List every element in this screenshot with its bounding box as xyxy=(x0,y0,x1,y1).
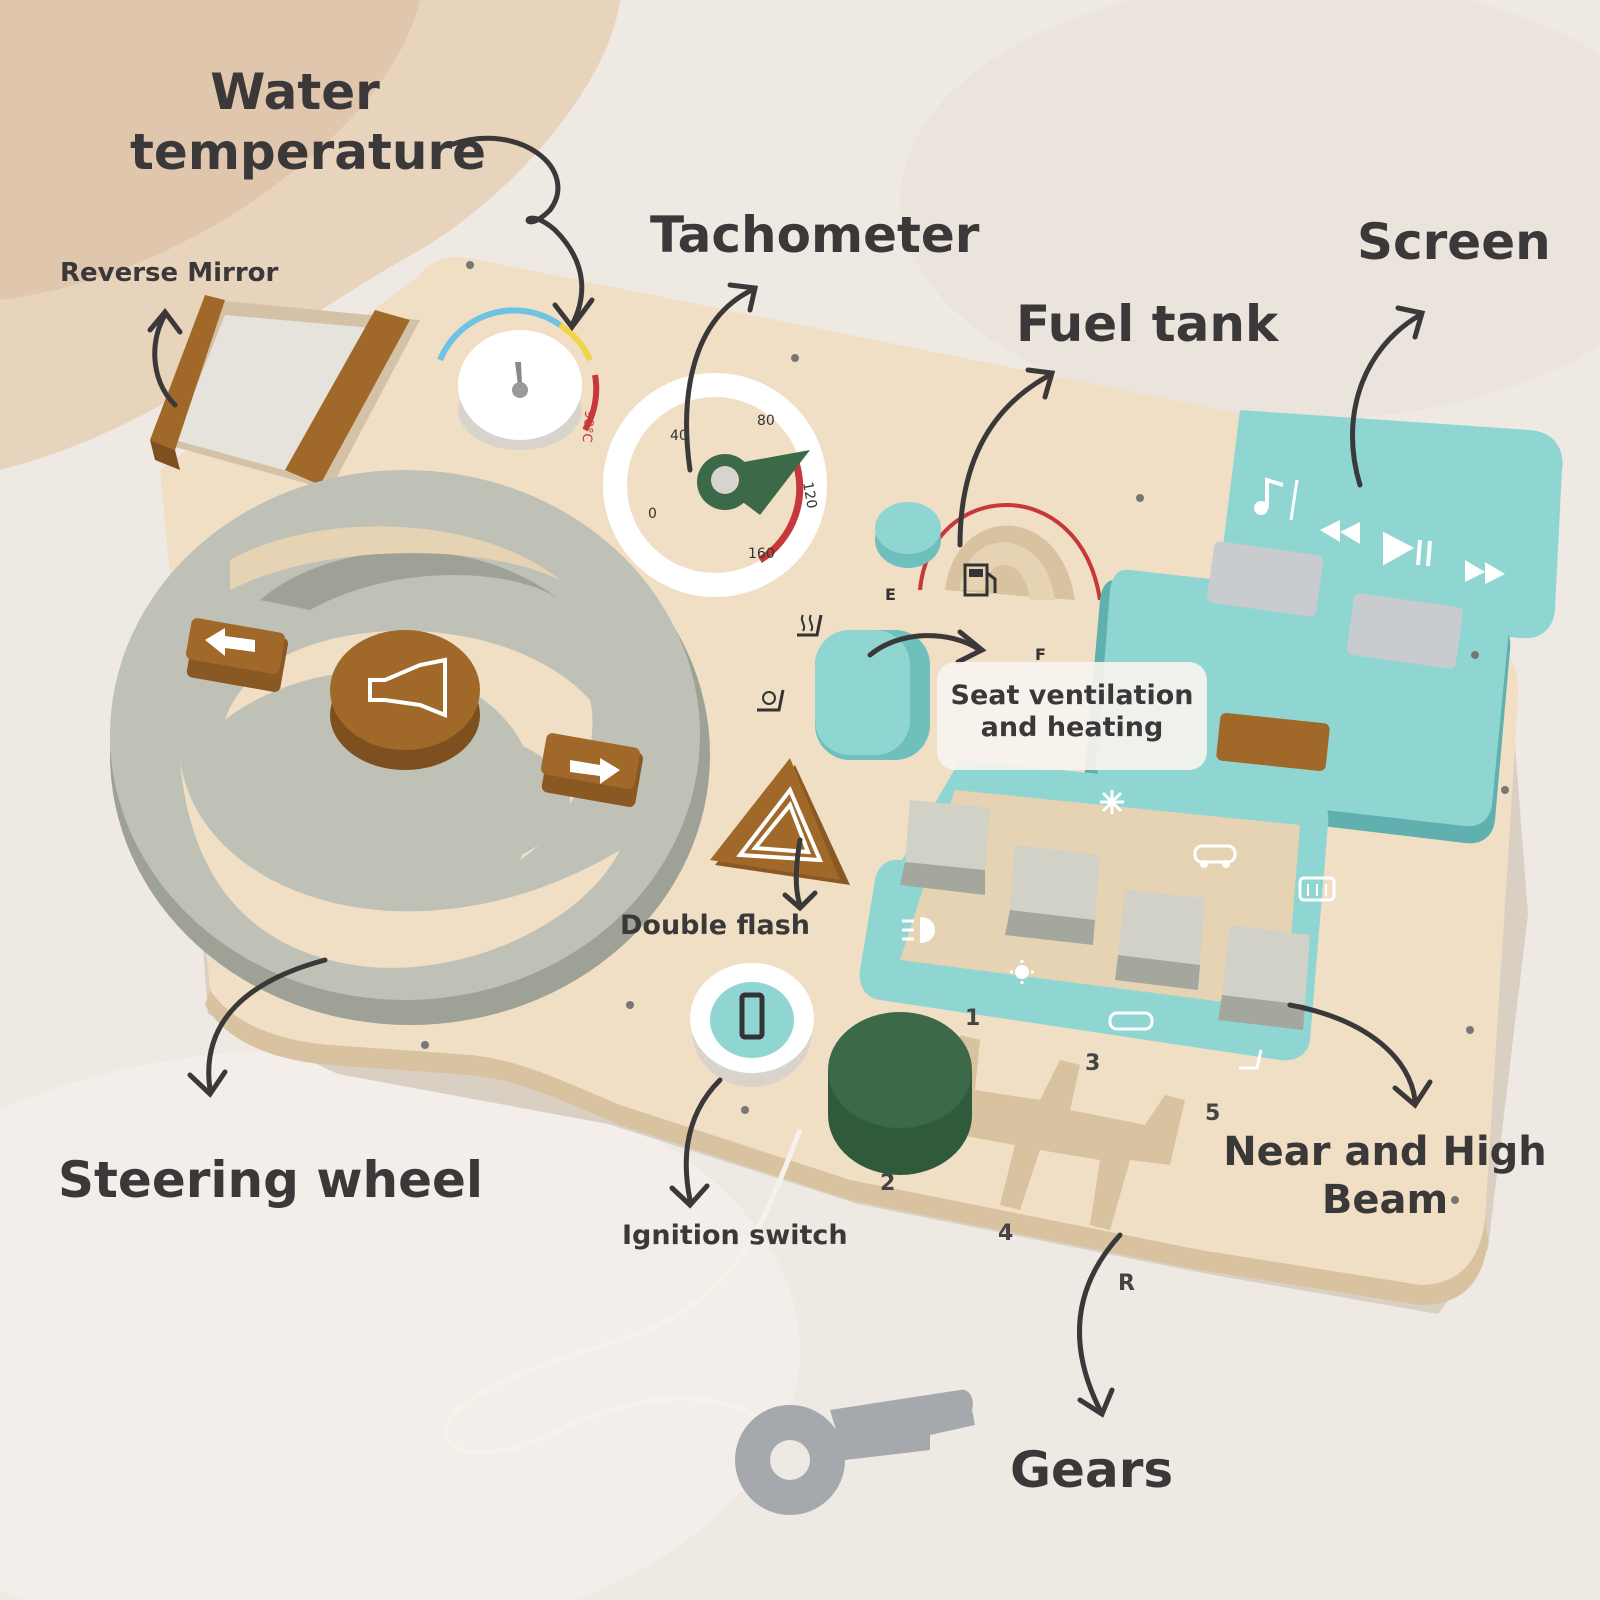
label-water-temperature: Water temperature xyxy=(130,62,487,182)
light-switch-4[interactable] xyxy=(1218,925,1310,1030)
hazard-triangle-icon xyxy=(736,786,824,863)
gear-mark-3: 3 xyxy=(1085,1051,1100,1076)
arrow-reverse-mirror xyxy=(152,312,178,408)
headlight-icon xyxy=(902,917,935,943)
ignition-key[interactable] xyxy=(735,1389,975,1515)
arrow-near-high-beam xyxy=(1287,1002,1418,1103)
screws xyxy=(421,261,1509,1204)
label-screen: Screen xyxy=(1357,213,1551,271)
tach-mark-160: 160 xyxy=(748,546,775,562)
gear-mark-2: 2 xyxy=(880,1171,895,1196)
seat-heat-icon xyxy=(797,614,823,637)
fuel-empty-mark: E xyxy=(885,585,896,604)
temp-needle xyxy=(515,362,522,385)
label-steering-wheel: Steering wheel xyxy=(58,1151,484,1209)
light-switch-3[interactable] xyxy=(1115,890,1205,990)
label-water-temperature-line2: temperature xyxy=(130,123,487,181)
ignition-switch[interactable] xyxy=(690,963,814,1087)
gear-shifter[interactable]: 1 3 5 2 4 R xyxy=(828,1006,1220,1296)
horn-icon xyxy=(368,657,447,718)
label-seat-ventilation-line2: and heating xyxy=(980,712,1164,744)
label-near-high-beam-line2: Beam xyxy=(1321,1177,1449,1223)
hazard-button[interactable] xyxy=(710,758,850,885)
right-arrow-icon xyxy=(570,758,620,784)
music-note-icon xyxy=(1254,477,1299,521)
arrow-screen xyxy=(1350,312,1423,488)
tach-mark-0: 0 xyxy=(648,506,657,522)
seat-icon xyxy=(1239,1049,1263,1070)
water-temperature-gauge[interactable]: 90°C xyxy=(437,307,600,450)
left-arrow-icon xyxy=(205,628,255,656)
arrow-steering-wheel xyxy=(206,957,328,1093)
temp-hot-mark: 90°C xyxy=(579,410,597,443)
tach-mark-40: 40 xyxy=(670,428,688,444)
label-tachometer: Tachometer xyxy=(650,206,980,264)
arrow-seat-ventilation xyxy=(867,633,983,658)
hinge-right xyxy=(1346,593,1463,669)
tach-mark-80: 80 xyxy=(757,413,775,429)
label-fuel-tank: Fuel tank xyxy=(1016,295,1279,353)
forward-icon xyxy=(1465,560,1505,584)
label-near-high-beam: Near and High Beam xyxy=(1215,1128,1555,1224)
car-icon-rear xyxy=(1108,1011,1154,1031)
play-pause-icon xyxy=(1383,531,1432,567)
snowflake-icon xyxy=(1100,790,1124,814)
arrow-water-temperature xyxy=(447,135,585,328)
lid-handle[interactable] xyxy=(1216,712,1330,772)
right-indicator-button[interactable] xyxy=(540,732,644,808)
arrow-gears xyxy=(1077,1232,1123,1413)
fuel-pump-icon xyxy=(963,563,997,597)
gear-mark-r: R xyxy=(1118,1271,1135,1296)
label-water-temperature-line1: Water xyxy=(210,63,380,121)
label-seat-ventilation-line1: Seat ventilation xyxy=(950,680,1194,711)
label-reverse-mirror: Reverse Mirror xyxy=(60,258,279,288)
sun-icon xyxy=(1010,960,1034,984)
fuel-gauge[interactable]: E F xyxy=(875,502,1102,664)
defrost-icon xyxy=(1298,876,1336,902)
left-indicator-button[interactable] xyxy=(185,617,289,693)
gear-mark-4: 4 xyxy=(998,1221,1013,1246)
fuel-full-mark: F xyxy=(1035,645,1046,664)
hinge-left xyxy=(1207,541,1324,617)
label-seat-ventilation: Seat ventilation and heating xyxy=(937,680,1207,745)
tachometer-dial[interactable]: 0 40 80 120 160 xyxy=(603,373,827,597)
label-gears: Gears xyxy=(1010,1441,1174,1499)
light-switch-panel[interactable] xyxy=(859,760,1336,1070)
key-string xyxy=(443,1129,803,1455)
label-ignition-switch: Ignition switch xyxy=(622,1220,848,1251)
label-near-high-beam-line1: Near and High xyxy=(1223,1129,1547,1175)
seat-fan-icon xyxy=(757,689,785,712)
seat-ventilation-callout-bg xyxy=(937,662,1207,770)
arrow-double-flash xyxy=(793,837,803,908)
gear-mark-5: 5 xyxy=(1205,1101,1220,1126)
arrow-ignition-switch xyxy=(683,1077,723,1203)
car-icon xyxy=(1193,844,1237,868)
seat-ventilation-toggle[interactable] xyxy=(757,614,930,760)
label-double-flash: Double flash xyxy=(620,910,811,941)
arrow-tachometer xyxy=(684,287,755,473)
light-switch-2[interactable] xyxy=(1005,845,1100,945)
rewind-icon xyxy=(1320,520,1360,544)
steering-wheel[interactable] xyxy=(110,470,710,1025)
light-switch-1[interactable] xyxy=(900,800,990,895)
tach-mark-120: 120 xyxy=(799,481,819,510)
annotation-arrows xyxy=(147,135,1433,1418)
gear-mark-1: 1 xyxy=(965,1006,980,1031)
arrow-fuel-tank xyxy=(957,372,1053,548)
horn-button[interactable] xyxy=(330,630,480,770)
reverse-mirror[interactable] xyxy=(150,295,420,490)
